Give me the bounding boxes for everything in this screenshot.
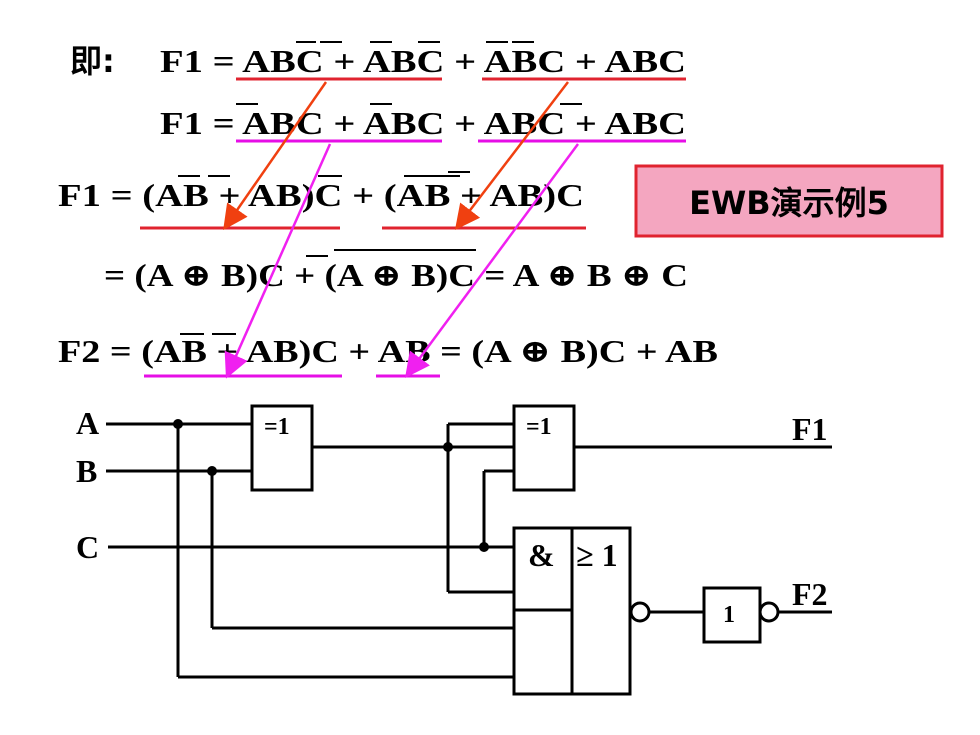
demo-box-label[interactable]: EWB演示例5 — [689, 184, 889, 222]
or-gate-block — [570, 526, 632, 696]
arrow-orange — [223, 81, 328, 231]
inversion-bubble — [629, 601, 651, 623]
junction-dot — [207, 466, 217, 476]
junction-dot — [173, 419, 183, 429]
or-gate-label: ≥ 1 — [576, 537, 618, 573]
xor-gate-2 — [512, 404, 576, 492]
equation-line-5: F2 = (AB + AB)C + AB = (A ⊕ B)C + AB — [58, 333, 718, 369]
xor-gate-1-label: =1 — [264, 414, 290, 440]
arrow-pink — [405, 143, 580, 379]
xor-gate-2-label: =1 — [526, 414, 552, 440]
equation-line-1: F1 = ABC + ABC + ABC + ABC — [160, 43, 686, 79]
inversion-bubble — [758, 601, 780, 623]
arrow-orange — [454, 81, 569, 230]
output-label-f1: F1 — [792, 411, 828, 447]
logic-circuit: A B C =1 =1 F1 — [76, 404, 832, 696]
output-label-f2: F2 — [792, 576, 828, 612]
input-label-c: C — [76, 529, 99, 565]
equation-line-4: = (A ⊕ B)C + (A ⊕ B)C = A ⊕ B ⊕ C — [104, 257, 688, 293]
input-label-a: A — [76, 405, 99, 441]
input-label-b: B — [76, 453, 97, 489]
mapping-arrows — [223, 81, 580, 379]
intro-label: 即: — [70, 42, 115, 80]
equation-line-3: F1 = (AB + AB)C + (AB + AB)C — [58, 177, 584, 213]
and-gate-label: & — [528, 537, 555, 573]
demo-box[interactable]: EWB演示例5 — [634, 164, 944, 238]
arrow-pink — [224, 143, 332, 379]
equation-line-2: F1 = ABC + ABC + ABC + ABC — [160, 105, 686, 141]
equations: 即: F1 = ABC + ABC + ABC + ABC F1 = ABC +… — [58, 41, 718, 378]
not-gate-label: 1 — [723, 602, 735, 628]
demo-box-frame[interactable] — [634, 164, 944, 238]
